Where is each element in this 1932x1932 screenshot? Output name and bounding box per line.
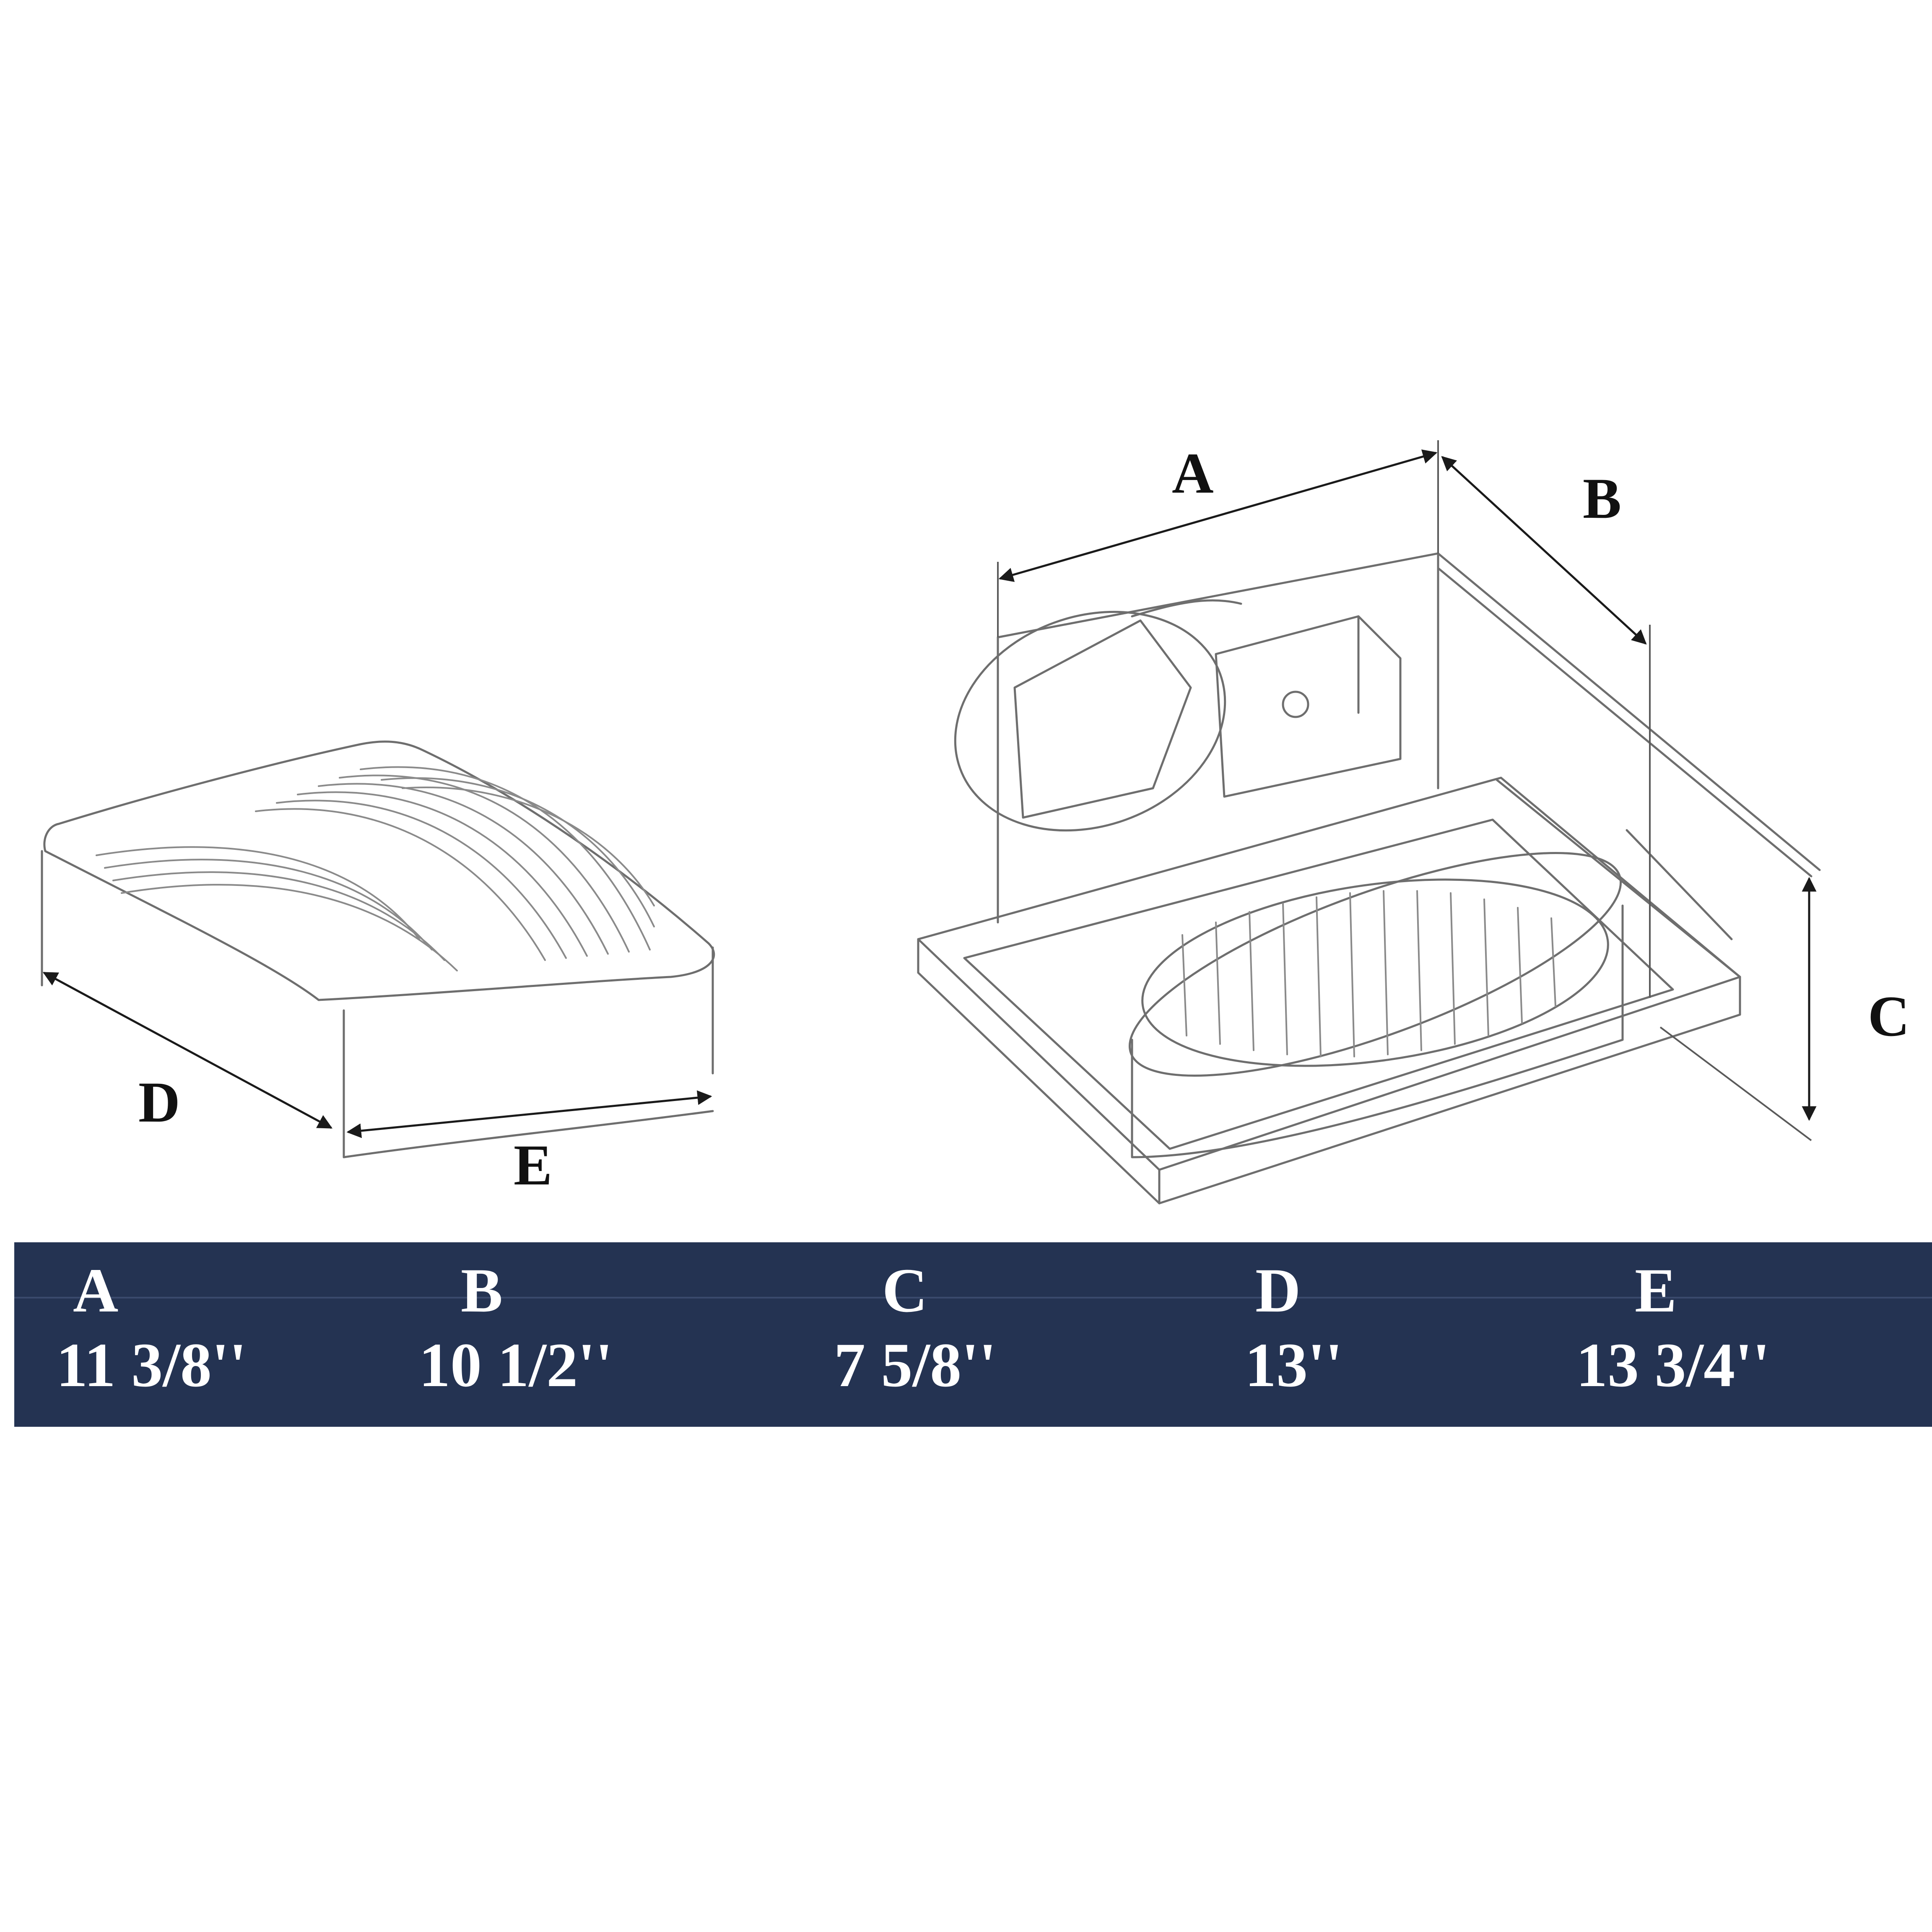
table-row-divider — [14, 1297, 1932, 1298]
table-value-c: 7 5/8'' — [834, 1330, 997, 1400]
table-header-c: C — [882, 1256, 928, 1325]
table-header-a: A — [73, 1256, 119, 1325]
table-header-b: B — [461, 1256, 503, 1325]
grille-cover-drawing: D E — [41, 740, 715, 1197]
dimension-label-d: D — [138, 1070, 180, 1134]
dimension-label-c: C — [1868, 984, 1910, 1048]
table-value-e: 13 3/4'' — [1576, 1330, 1770, 1400]
dimension-label-e: E — [514, 1133, 552, 1197]
fan-housing-drawing: A B C — [917, 440, 1910, 1205]
table-header-e: E — [1635, 1256, 1677, 1325]
dimension-spec-table: A B C D E 11 3/8'' 10 1/2'' 7 5/8'' 13''… — [14, 1242, 1932, 1427]
table-value-a: 11 3/8'' — [56, 1330, 247, 1400]
dimension-label-a: A — [1172, 441, 1214, 505]
table-value-b: 10 1/2'' — [419, 1330, 613, 1400]
table-header-d: D — [1255, 1256, 1301, 1325]
table-value-d: 13'' — [1245, 1330, 1343, 1400]
dimension-label-b: B — [1583, 466, 1621, 530]
